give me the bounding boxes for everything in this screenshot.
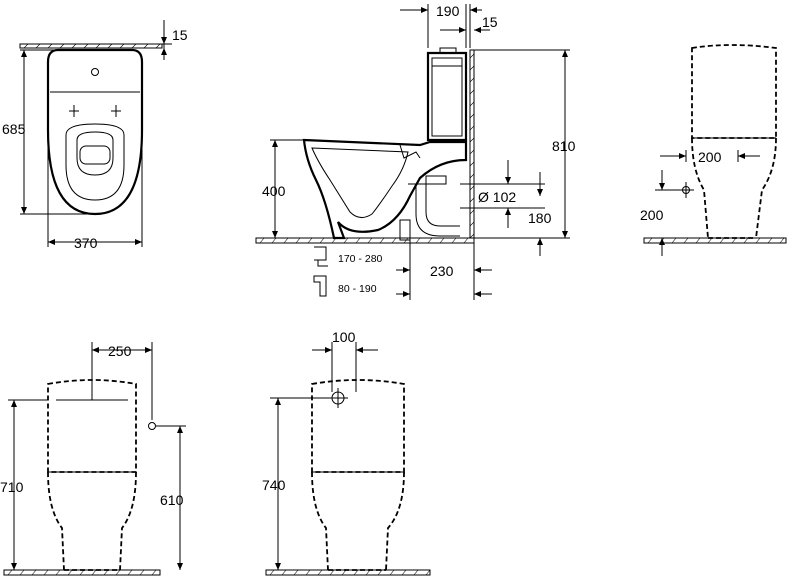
back2-pedestal (311, 471, 405, 571)
floor-hatch (255, 237, 475, 244)
outlet-pipe (408, 183, 460, 237)
dim-front-250: 250 (108, 343, 132, 359)
dim-side-180: 180 (528, 210, 552, 226)
dim-back2-740: 740 (262, 477, 286, 493)
dim-back-200h: 200 (640, 207, 664, 223)
back-view: 200 200 (640, 44, 787, 256)
dim-back-200w: 200 (698, 149, 722, 165)
fixing-point-icon (69, 105, 79, 117)
p-trap-icon (313, 275, 327, 297)
back-view-2: 100 740 (262, 329, 431, 576)
front-view: 250 710 610 (0, 342, 186, 576)
back-view-cistern (691, 44, 777, 139)
dim-side-190: 190 (436, 3, 460, 19)
water-inlet-icon (148, 422, 156, 430)
dim-side-810: 810 (552, 138, 576, 154)
bowl-section (302, 138, 468, 240)
dim-top-370: 370 (74, 235, 98, 251)
top-view: 15 685 370 (2, 20, 188, 251)
dim-front-710: 710 (0, 479, 24, 495)
s-trap-icon (314, 246, 328, 267)
dim-top-15: 15 (172, 27, 188, 43)
dim-top-685: 685 (2, 121, 26, 137)
cistern-section (426, 51, 468, 142)
dim-side-d102: Ø 102 (478, 189, 516, 205)
top-wall-hatch (19, 43, 163, 49)
range-p-trap: 80 - 190 (338, 283, 377, 295)
top-view-outline (46, 48, 144, 216)
fixing-point-icon (328, 388, 348, 408)
side-section-view: 190 15 810 400 Ø 102 180 (255, 3, 576, 300)
dim-side-15: 15 (482, 14, 498, 30)
flush-button-icon (91, 68, 99, 76)
back2-cistern (311, 379, 405, 473)
fixing-point-icon (111, 105, 121, 117)
front-view-pedestal (47, 471, 137, 571)
dim-back2-100: 100 (332, 329, 356, 345)
dim-side-230: 230 (430, 263, 454, 279)
range-s-trap: 170 - 280 (338, 253, 383, 265)
dim-side-400: 400 (262, 183, 286, 199)
front-view-cistern (47, 379, 137, 473)
back-view-pedestal (691, 137, 777, 239)
dim-front-610: 610 (160, 492, 184, 508)
